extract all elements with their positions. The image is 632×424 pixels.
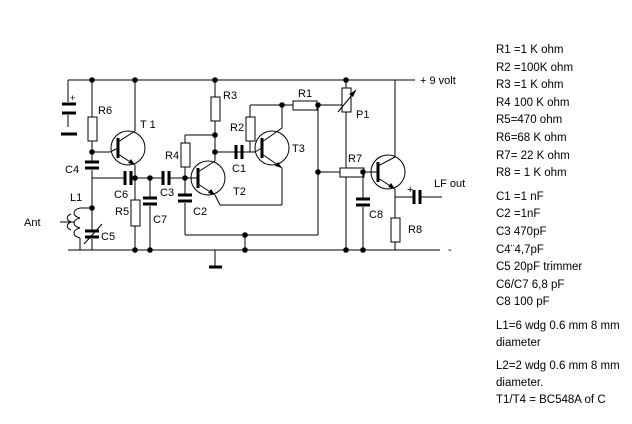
resistor-r3 [210,96,221,122]
transistor-t1 [110,130,146,166]
label-r4: R4 [165,150,179,162]
label-p1: P1 [356,109,369,121]
ground-label: - [448,244,452,256]
parts-item: R2 =100K ohm [496,61,574,74]
label-r3: R3 [223,90,237,102]
parts-item: C8 100 pF [496,296,550,309]
label-c2: C2 [193,206,207,218]
potentiometer-p1 [341,87,352,113]
parts-item: L2=2 wdg 0.6 mm 8 mm diameter. [496,359,620,389]
label-c3: C3 [160,187,174,199]
antenna-label: Ant [24,217,41,229]
parts-item: R5=470 ohm [496,114,563,127]
capacitor-list: C1 =1 nF C2 =1nF C3 470pF C4¨4,7pF C5 20… [496,189,630,312]
transistor-note: T1/T4 = BC548A of C [496,393,606,406]
label-c1: C1 [232,163,246,175]
label-t2: T2 [233,186,246,198]
input-cap-plus-label: + [70,93,75,103]
label-c4: C4 [65,164,79,176]
parts-item: C6/C7 6,8 pF [496,278,565,291]
parts-list: R1 =1 K ohm R2 =100K ohm R3 =1 K ohm R4 … [496,42,630,410]
resistor-r6 [87,116,98,142]
label-c8: C8 [369,209,383,221]
label-r8: R8 [408,224,422,236]
coil-l1 [73,207,81,239]
output-label: LF out [434,178,465,190]
parts-item: R7= 22 K ohm [496,149,570,162]
label-r6: R6 [98,105,112,117]
parts-item: R6=68 K ohm [496,131,567,144]
parts-item: C5 20pF trimmer [496,261,583,274]
transistor-t3 [254,130,290,166]
label-l1: L1 [70,192,82,204]
label-c5: C5 [101,231,115,243]
label-r1: R1 [298,88,312,100]
parts-item: C3 470pF [496,225,547,238]
resistor-r8 [390,217,401,243]
parts-item: R4 100 K ohm [496,96,570,109]
label-r2: R2 [230,122,244,134]
label-t1: T 1 [140,119,156,131]
label-r7: R7 [348,153,362,165]
resistor-r1 [292,100,318,111]
output-cap-plus-label: + [407,184,413,196]
resistor-r2 [245,116,256,142]
resistor-r5 [130,199,141,227]
parts-item: R3 =1 K ohm [496,79,564,92]
label-c6: C6 [114,189,128,201]
label-r5: R5 [115,206,129,218]
label-c7: C7 [153,214,167,226]
resistor-list: R1 =1 K ohm R2 =100K ohm R3 =1 K ohm R4 … [496,42,630,183]
coil-list: L1=6 wdg 0.6 mm 8 mm diameter L2=2 wdg 0… [496,318,630,392]
transistor-t4 [370,154,406,190]
parts-item: L1=6 wdg 0.6 mm 8 mm diameter [496,319,620,349]
parts-item: C1 =1 nF [496,190,544,203]
label-t3: T3 [292,143,305,155]
parts-item: R8 = 1 K ohm [496,167,567,180]
parts-item: C2 =1nF [496,208,541,221]
trimmer-arrow [83,223,103,245]
supply-label: + 9 volt [420,75,456,87]
junction-dots [89,77,366,253]
coil-l1-secondary [66,213,73,231]
parts-item: C4¨4,7pF [496,243,544,256]
resistor-r4 [180,142,191,168]
transistor-t2 [190,160,226,196]
parts-item: R1 =1 K ohm [496,44,564,56]
